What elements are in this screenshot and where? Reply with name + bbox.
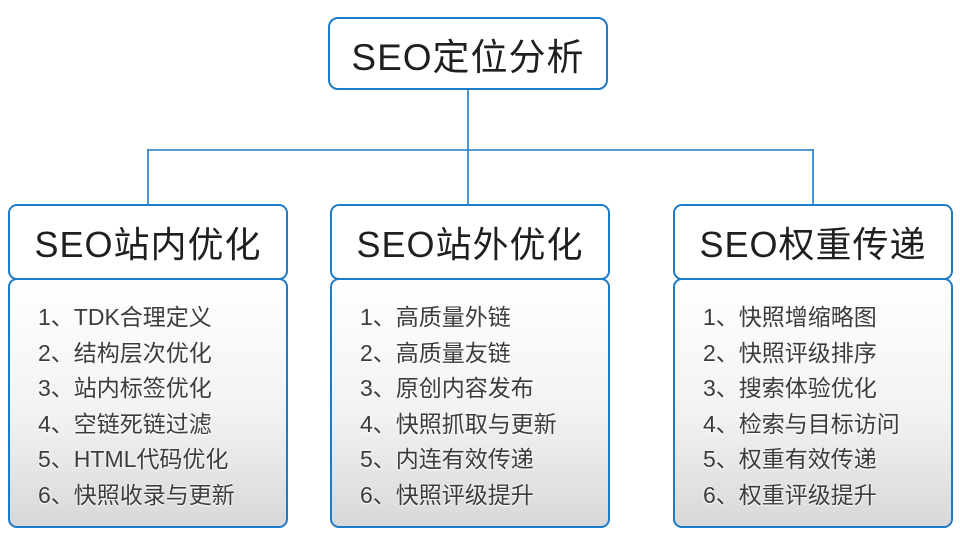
branch-header: SEO站外优化 <box>330 204 610 280</box>
list-item: 6、快照收录与更新 <box>38 481 235 508</box>
branch-header-label: SEO站外优化 <box>356 224 584 265</box>
list-item: 4、检索与目标访问 <box>703 410 900 437</box>
branch-weight-transfer: SEO权重传递 1、快照增缩略图 2、快照评级排序 3、搜索体验优化 4、检索与… <box>673 204 953 528</box>
branch-header-label: SEO权重传递 <box>699 224 927 265</box>
list-item: 2、高质量友链 <box>360 339 511 366</box>
list-item: 6、权重评级提升 <box>703 481 877 508</box>
list-item: 1、高质量外链 <box>360 304 511 330</box>
branch-onsite-seo: SEO站内优化 1、TDK合理定义 2、结构层次优化 3、站内标签优化 4、空链… <box>8 204 288 528</box>
list-item: 3、站内标签优化 <box>38 375 212 401</box>
list-item: 4、快照抓取与更新 <box>360 410 557 437</box>
branch-header-label: SEO站内优化 <box>34 224 262 265</box>
list-item: 2、快照评级排序 <box>703 339 877 366</box>
branch-offsite-seo: SEO站外优化 1、高质量外链 2、高质量友链 3、原创内容发布 4、快照抓取与… <box>330 204 610 528</box>
list-item: 4、空链死链过滤 <box>38 410 212 437</box>
list-item: 3、搜索体验优化 <box>703 375 877 401</box>
list-item: 5、HTML代码优化 <box>38 446 229 472</box>
list-item: 5、权重有效传递 <box>703 446 877 472</box>
root-node-label: SEO定位分析 <box>351 36 585 78</box>
list-item: 2、结构层次优化 <box>38 339 212 366</box>
branch-item-list: 1、高质量外链 2、高质量友链 3、原创内容发布 4、快照抓取与更新 5、内连有… <box>330 278 610 528</box>
list-item: 6、快照评级提升 <box>360 481 534 508</box>
branch-item-list: 1、TDK合理定义 2、结构层次优化 3、站内标签优化 4、空链死链过滤 5、H… <box>8 278 288 528</box>
branch-header: SEO站内优化 <box>8 204 288 280</box>
list-item: 1、快照增缩略图 <box>703 304 877 330</box>
list-item: 5、内连有效传递 <box>360 446 534 472</box>
list-item: 3、原创内容发布 <box>360 375 534 401</box>
branch-header: SEO权重传递 <box>673 204 953 280</box>
root-node: SEO定位分析 <box>328 17 608 90</box>
list-item: 1、TDK合理定义 <box>38 304 212 330</box>
branch-item-list: 1、快照增缩略图 2、快照评级排序 3、搜索体验优化 4、检索与目标访问 5、权… <box>673 278 953 528</box>
